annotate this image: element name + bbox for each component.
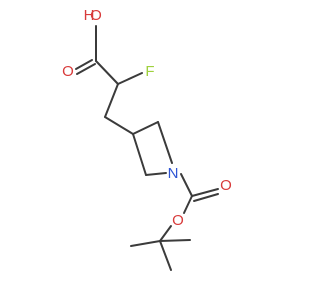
atom-label-oh-h: H (84, 7, 95, 24)
bond-ch2-ring (104, 116, 134, 135)
atom-label-fluorine: F (145, 63, 154, 80)
bond-ring-4 (145, 172, 167, 176)
bond-tbutyl-left (130, 240, 161, 247)
atom-label-carbonyl-o: O (62, 63, 74, 80)
bond-ring-1 (132, 121, 159, 135)
bond-tbutyl-down (159, 240, 172, 271)
atom-label-oh-o: O (90, 7, 102, 24)
bond-carbonyl-double-b (76, 63, 96, 75)
bond-carbonyl-double-a (75, 59, 93, 70)
bond-carbamate-ester (183, 195, 193, 214)
bond-tbutyl-right (159, 239, 191, 242)
atom-label-ester-o: O (172, 212, 184, 229)
bond-carbamate-double-b (193, 193, 219, 202)
atom-label-layer: H O O F N O O (62, 7, 232, 229)
bond-c-f (117, 72, 143, 85)
bond-carboxyl-chf (95, 60, 119, 85)
atom-label-nitrogen: N (168, 165, 179, 182)
bond-ester-tbutyl (159, 225, 172, 242)
molecule-diagram: H O O F N O O (62, 7, 232, 271)
bond-n-carbamate (180, 173, 193, 197)
bond-chf-ch2 (104, 83, 119, 118)
bond-ring-2 (157, 121, 173, 164)
atom-label-carbamate-o: O (220, 177, 232, 194)
bond-carbamate-double-a (191, 188, 219, 197)
bond-layer (75, 25, 219, 271)
bond-ring-3 (132, 133, 147, 176)
